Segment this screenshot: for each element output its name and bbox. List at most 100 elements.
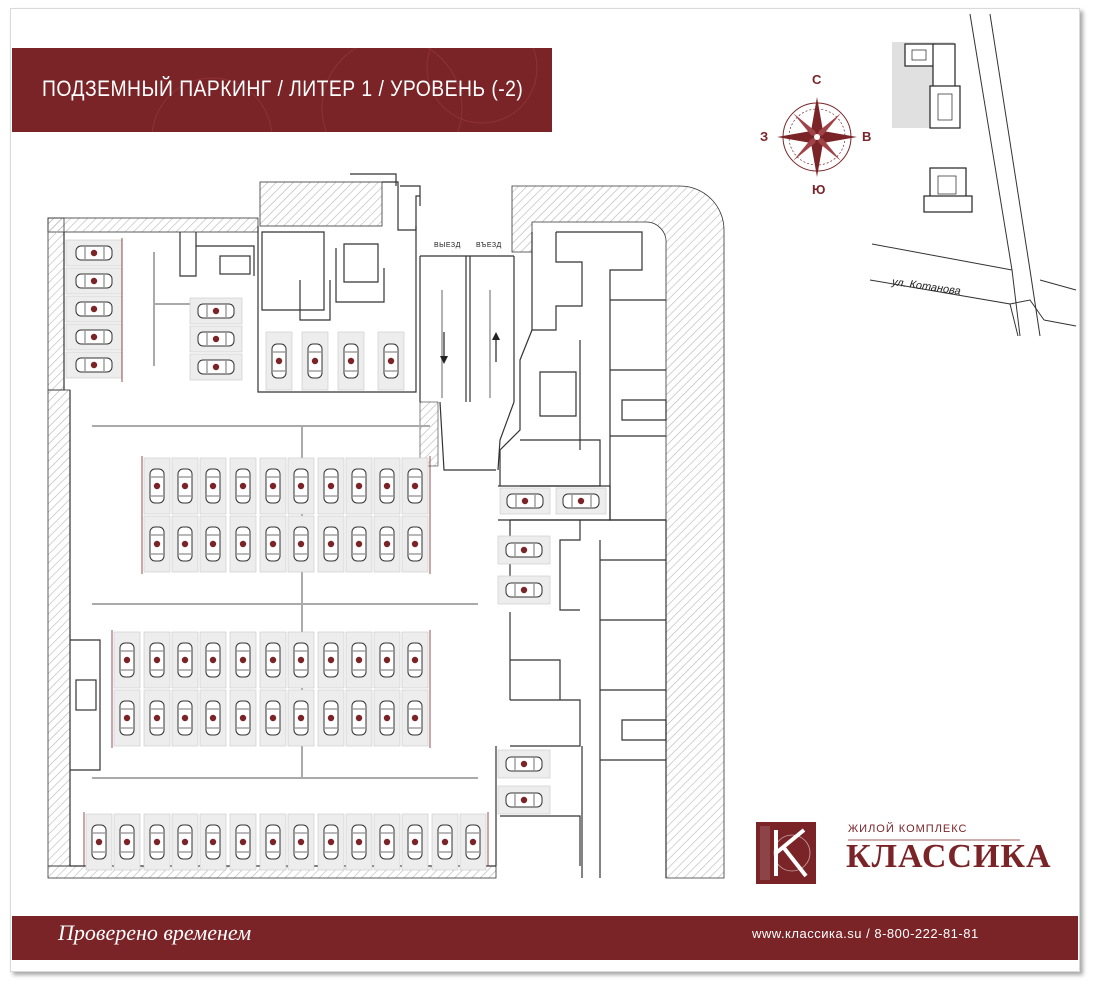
parking-stall[interactable] (65, 323, 123, 351)
parking-stall[interactable] (189, 297, 243, 325)
parking-stall[interactable] (373, 813, 401, 871)
stall-number-marker (520, 586, 528, 594)
parking-stall[interactable] (265, 331, 293, 391)
footer-contacts[interactable]: www.классика.su / 8-800-222-81-81 (752, 926, 979, 941)
interior-walls (63, 173, 667, 878)
parking-stall[interactable] (189, 353, 243, 381)
parking-stall[interactable] (337, 331, 365, 391)
parking-stall[interactable] (143, 515, 171, 573)
stall-number-marker (269, 656, 277, 664)
parking-stall[interactable] (199, 631, 227, 689)
parking-stall[interactable] (171, 515, 199, 573)
parking-stall[interactable] (317, 813, 345, 871)
compass-north-label: С (812, 72, 822, 87)
parking-stall[interactable] (259, 689, 287, 747)
parking-stall[interactable] (171, 457, 199, 515)
parking-stall[interactable] (199, 813, 227, 871)
title-bar-ornament (151, 48, 538, 132)
parking-stall[interactable] (85, 813, 113, 871)
stall-number-marker (90, 333, 98, 341)
stall-number-marker (181, 656, 189, 664)
parking-stall[interactable] (259, 813, 287, 871)
logo-name: КЛАССИКА (846, 838, 1052, 875)
parking-stall[interactable] (345, 515, 373, 573)
parking-stall[interactable] (317, 631, 345, 689)
stall-number-marker (577, 497, 585, 505)
stall-number-marker (355, 656, 363, 664)
parking-stall[interactable] (229, 689, 257, 747)
parking-stall[interactable] (287, 631, 315, 689)
parking-stall[interactable] (65, 267, 123, 295)
parking-stall[interactable] (143, 631, 171, 689)
parking-stall[interactable] (373, 515, 401, 573)
parking-stall[interactable] (345, 813, 373, 871)
parking-stall[interactable] (401, 457, 429, 515)
parking-stall[interactable] (345, 689, 373, 747)
parking-stall[interactable] (65, 295, 123, 323)
stall-number-marker (239, 482, 247, 490)
parking-stall[interactable] (171, 689, 199, 747)
parking-stall[interactable] (377, 331, 405, 391)
parking-stall[interactable] (401, 813, 429, 871)
parking-stall[interactable] (143, 689, 171, 747)
parking-stall[interactable] (259, 631, 287, 689)
parking-stall[interactable] (497, 749, 551, 779)
parking-stall[interactable] (229, 813, 257, 871)
parking-stall[interactable] (459, 813, 487, 871)
parking-stall[interactable] (317, 689, 345, 747)
parking-stall[interactable] (199, 515, 227, 573)
parking-stall[interactable] (259, 515, 287, 573)
parking-stall[interactable] (143, 813, 171, 871)
parking-stall[interactable] (431, 813, 459, 871)
parking-stall[interactable] (171, 813, 199, 871)
parking-stall[interactable] (373, 457, 401, 515)
parking-stall[interactable] (497, 575, 551, 605)
parking-stall[interactable] (497, 785, 551, 815)
stall-number-marker (153, 656, 161, 664)
parking-stall[interactable] (189, 325, 243, 353)
parking-stall[interactable] (287, 515, 315, 573)
parking-stall[interactable] (113, 689, 141, 747)
outer-walls (47, 181, 725, 879)
parking-stalls (65, 238, 607, 871)
parking-stall[interactable] (287, 689, 315, 747)
parking-stall[interactable] (229, 457, 257, 515)
parking-stall[interactable] (317, 515, 345, 573)
parking-stall[interactable] (287, 813, 315, 871)
parking-stall[interactable] (199, 689, 227, 747)
parking-stall[interactable] (345, 631, 373, 689)
parking-stall[interactable] (373, 689, 401, 747)
parking-stall[interactable] (401, 631, 429, 689)
stall-number-marker (327, 540, 335, 548)
parking-stall[interactable] (345, 457, 373, 515)
parking-stall[interactable] (199, 457, 227, 515)
parking-stall[interactable] (401, 689, 429, 747)
parking-stall[interactable] (259, 457, 287, 515)
stall-number-marker (153, 714, 161, 722)
parking-stall[interactable] (229, 631, 257, 689)
title-bar: ПОДЗЕМНЫЙ ПАРКИНГ / ЛИТЕР 1 / УРОВЕНЬ (-… (12, 48, 552, 132)
parking-stall[interactable] (65, 239, 123, 267)
parking-stall[interactable] (301, 331, 329, 391)
parking-stall[interactable] (171, 631, 199, 689)
stall-number-marker (311, 357, 319, 365)
parking-stall[interactable] (499, 487, 551, 515)
parking-stall[interactable] (317, 457, 345, 515)
parking-stall[interactable] (143, 457, 171, 515)
parking-stall[interactable] (373, 631, 401, 689)
parking-stall[interactable] (497, 535, 551, 565)
parking-stall[interactable] (113, 631, 141, 689)
stall-number-marker (327, 714, 335, 722)
parking-stall[interactable] (229, 515, 257, 573)
stall-number-marker (383, 540, 391, 548)
parking-stall[interactable] (287, 457, 315, 515)
stall-number-marker (355, 838, 363, 846)
stall-number-marker (383, 656, 391, 664)
parking-stall[interactable] (555, 487, 607, 515)
parking-stall[interactable] (401, 515, 429, 573)
parking-stall[interactable] (65, 351, 123, 379)
parking-stall[interactable] (113, 813, 141, 871)
stall-number-marker (297, 714, 305, 722)
stall-number-marker (181, 838, 189, 846)
